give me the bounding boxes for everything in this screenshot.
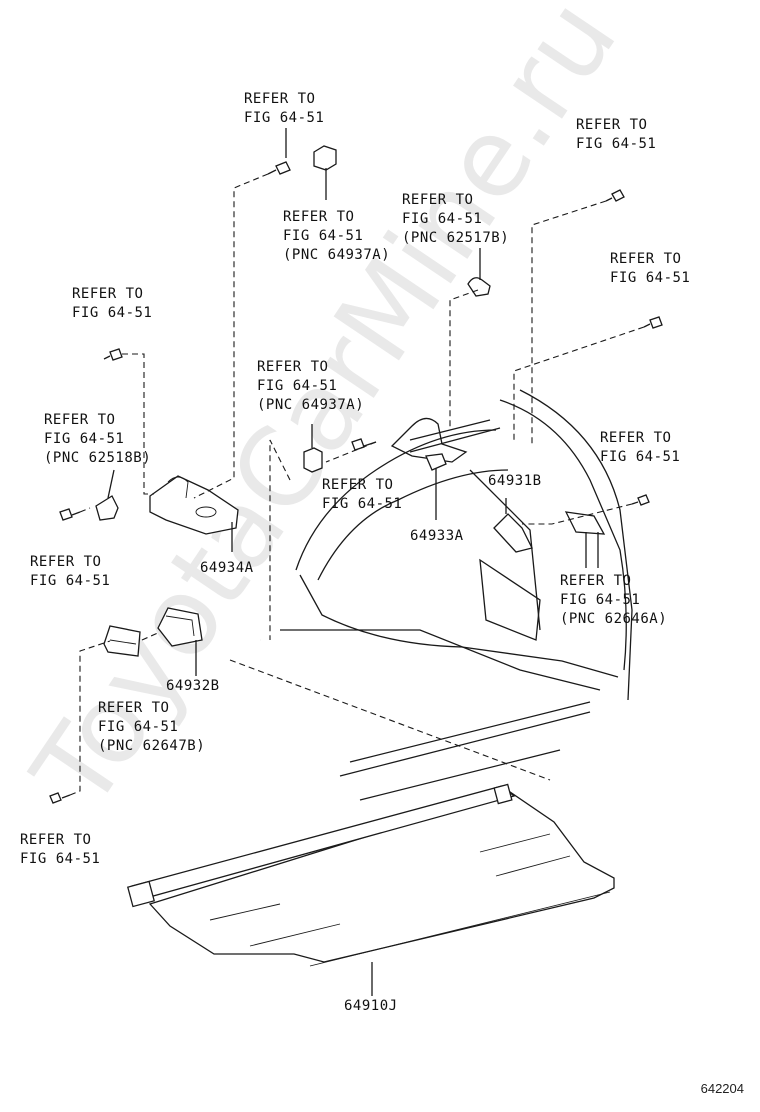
callout-line: REFER TO xyxy=(283,209,355,225)
screw-center xyxy=(351,438,377,451)
pocket-64931b xyxy=(493,513,533,553)
callout-line: FIG 64-51 xyxy=(402,211,483,227)
callout-ref-right-screw: REFER TO FIG 64-51 xyxy=(600,429,680,467)
callout-line: (PNC 64937A) xyxy=(283,247,391,263)
callout-ref-62517b: REFER TO FIG 64-51 (PNC 62517B) xyxy=(402,191,509,248)
callout-line: FIG 64-51 xyxy=(30,573,111,589)
callout-line: FIG 64-51 xyxy=(72,305,153,321)
lamp-62646a xyxy=(564,511,606,535)
leader-lines xyxy=(69,128,645,796)
bracket-64934a xyxy=(149,475,239,535)
callout-ref-62646a: REFER TO FIG 64-51 (PNC 62646A) xyxy=(560,572,667,629)
callout-ref-right-mid: REFER TO FIG 64-51 xyxy=(610,250,690,288)
screw-top-left xyxy=(267,161,291,175)
callout-line: REFER TO xyxy=(244,91,316,107)
callout-line: FIG 64-51 xyxy=(257,378,338,394)
tonneau-cover-64910j xyxy=(126,783,615,967)
callout-line: FIG 64-51 xyxy=(610,270,691,286)
hook-62517b xyxy=(467,277,491,297)
screw-bottom-left xyxy=(49,792,71,804)
part-number-64932b[interactable]: 64932B xyxy=(166,678,220,694)
callout-line: FIG 64-51 xyxy=(322,496,403,512)
callout-line: FIG 64-51 xyxy=(44,431,125,447)
callout-ref-left-lower-screw: REFER TO FIG 64-51 xyxy=(30,553,110,591)
part-number-64910j[interactable]: 64910J xyxy=(344,998,398,1014)
callout-ref-top-left: REFER TO FIG 64-51 xyxy=(244,90,324,128)
callout-line: (PNC 62646A) xyxy=(560,611,668,627)
callout-line: REFER TO xyxy=(72,286,144,302)
callout-line: (PNC 62647B) xyxy=(98,738,206,754)
callout-line: (PNC 64937A) xyxy=(257,397,365,413)
callout-line: REFER TO xyxy=(257,359,329,375)
part-number-64931b[interactable]: 64931B xyxy=(488,473,542,489)
callout-ref-left-screw: REFER TO FIG 64-51 xyxy=(72,285,152,323)
screw-left xyxy=(103,348,123,361)
lamp-62647b xyxy=(103,625,141,657)
callout-ref-bottom-left: REFER TO FIG 64-51 xyxy=(20,831,100,869)
screw-left-lower xyxy=(59,508,81,521)
lamp-64932b xyxy=(157,607,203,647)
callout-line: REFER TO xyxy=(610,251,682,267)
hook-64933a xyxy=(390,417,468,471)
callout-line: FIG 64-51 xyxy=(20,851,101,867)
callout-line: REFER TO xyxy=(600,430,672,446)
part-number-64933a[interactable]: 64933A xyxy=(410,528,464,544)
callout-line: REFER TO xyxy=(44,412,116,428)
callout-line: REFER TO xyxy=(322,477,394,493)
screw-top-right xyxy=(605,189,625,202)
hook-62518b xyxy=(95,495,119,521)
callout-line: REFER TO xyxy=(20,832,92,848)
callout-ref-64937a-mid: REFER TO FIG 64-51 (PNC 64937A) xyxy=(257,358,364,415)
screw-right-mid xyxy=(643,316,663,329)
callout-line: (PNC 62517B) xyxy=(402,230,510,246)
callout-line: REFER TO xyxy=(560,573,632,589)
callout-line: FIG 64-51 xyxy=(576,136,657,152)
callout-ref-top-right: REFER TO FIG 64-51 xyxy=(576,116,656,154)
callout-line: REFER TO xyxy=(402,192,474,208)
callout-ref-62518b: REFER TO FIG 64-51 (PNC 62518B) xyxy=(44,411,151,468)
callout-ref-64937a-top: REFER TO FIG 64-51 (PNC 64937A) xyxy=(283,208,390,265)
figure-number: 642204 xyxy=(700,1081,744,1096)
callout-line: FIG 64-51 xyxy=(98,719,179,735)
callout-ref-center-screw: REFER TO FIG 64-51 xyxy=(322,476,402,514)
callout-line: REFER TO xyxy=(576,117,648,133)
callout-ref-62647b: REFER TO FIG 64-51 (PNC 62647B) xyxy=(98,699,205,756)
callout-line: FIG 64-51 xyxy=(244,110,325,126)
callout-line: FIG 64-51 xyxy=(560,592,641,608)
callout-line: FIG 64-51 xyxy=(283,228,364,244)
callout-line: (PNC 62518B) xyxy=(44,450,152,466)
part-number-64934a[interactable]: 64934A xyxy=(200,560,254,576)
clip-64937a-mid xyxy=(303,447,323,473)
clip-64937a-top xyxy=(313,145,337,171)
callout-line: REFER TO xyxy=(30,554,102,570)
luggage-compartment xyxy=(280,389,633,801)
callout-line: REFER TO xyxy=(98,700,170,716)
callout-line: FIG 64-51 xyxy=(600,449,681,465)
screw-right xyxy=(631,494,650,506)
